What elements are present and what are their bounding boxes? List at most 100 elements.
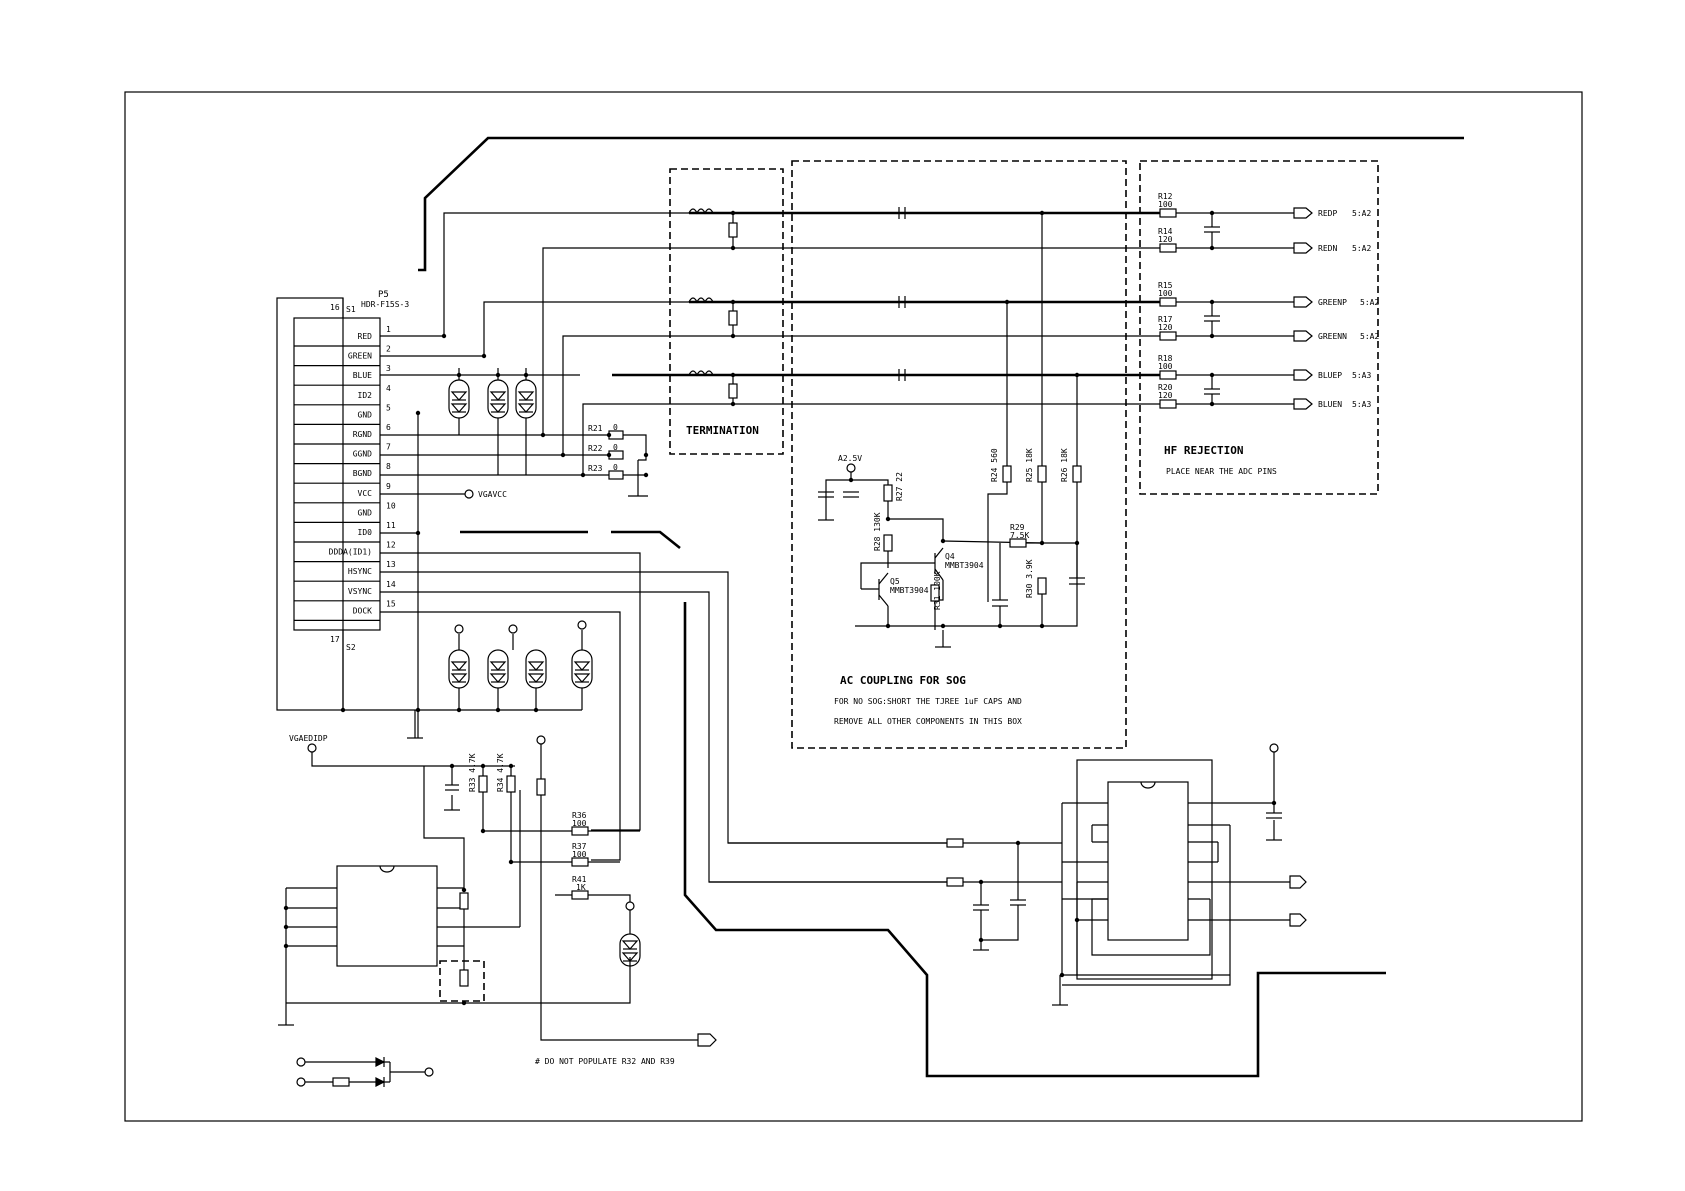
output-port-flag <box>1293 398 1313 410</box>
q5-ref: Q5 <box>890 577 900 586</box>
junction-dot <box>1074 540 1080 546</box>
junction-dot <box>415 707 421 713</box>
r24-label: R24 560 <box>990 448 999 482</box>
ground-symbol <box>278 460 1282 1026</box>
r28-label: R28 130K <box>873 512 882 551</box>
hf-resistor <box>1159 243 1177 253</box>
junction-dot <box>533 707 539 713</box>
r27-label: R27 22 <box>895 472 904 501</box>
r37-ref: R37 <box>572 842 587 851</box>
junction-dot <box>606 452 612 458</box>
termination-network: TERMINATION <box>669 168 784 455</box>
junction-dot <box>461 887 467 893</box>
junction-dot <box>1209 245 1215 251</box>
r21-value: 0 <box>613 423 618 432</box>
q4-part: MMBT3904 <box>945 561 984 570</box>
hf-resistor-ref: R12 <box>1158 192 1173 201</box>
output-port-sheet: 5:A2 <box>1352 209 1371 218</box>
pin-number: 4 <box>386 384 391 393</box>
r29-value: 7.5K <box>1010 531 1029 540</box>
connector-part: HDR-F15S-3 <box>361 300 409 309</box>
sog-note-2: REMOVE ALL OTHER COMPONENTS IN THIS BOX <box>834 717 1022 726</box>
pin-name: DDDA(ID1) <box>329 548 372 557</box>
sheet-frame <box>124 91 1583 1122</box>
hf-resistor <box>1159 208 1177 218</box>
junction-dot <box>340 707 346 713</box>
r26-label: R26 18K <box>1060 448 1069 482</box>
junction-dot <box>997 623 1003 629</box>
junction-dot <box>1039 623 1045 629</box>
ac-coupling-caps <box>898 207 906 381</box>
junction-dot <box>1059 972 1065 978</box>
pin-name: GREEN <box>348 352 372 361</box>
junction-dot <box>415 410 421 416</box>
output-port-sheet: 5:A3 <box>1352 371 1371 380</box>
junction-dot <box>508 763 514 769</box>
junction-dot <box>978 879 984 885</box>
r21-label: R21 <box>588 424 603 433</box>
junction-dot <box>540 432 546 438</box>
pin-number: 5 <box>386 403 391 412</box>
output-port-label: BLUEN <box>1318 400 1342 409</box>
junction-dot <box>495 707 501 713</box>
output-port-label: GREENP <box>1318 298 1347 307</box>
r29-ref: R29 <box>1010 523 1025 532</box>
junction-dot <box>1004 299 1010 305</box>
r36-ref: R36 <box>572 811 587 820</box>
connector-p5: P5 HDR-F15S-3 16 S1 17 S2 RED1GREEN2BLUE… <box>276 290 409 711</box>
hf-resistor-ref: R18 <box>1158 354 1173 363</box>
junction-dot <box>1209 333 1215 339</box>
output-port-flag <box>1293 207 1313 219</box>
shield-pin-17: 17 <box>330 635 340 644</box>
sog-note-1: FOR NO SOG:SHORT THE TJREE 1uF CAPS AND <box>834 697 1022 706</box>
q5-part: MMBT3904 <box>890 586 929 595</box>
junction-dot <box>1074 372 1080 378</box>
edid-section: VGAEDIDP R33 4.7 <box>285 734 717 1066</box>
junction-dot <box>1039 210 1045 216</box>
shield-pin-16: 16 <box>330 303 340 312</box>
pin-name: GND <box>358 410 373 419</box>
pin-name: VCC <box>358 489 373 498</box>
output-port-label: REDP <box>1318 209 1337 218</box>
r23-label: R23 <box>588 464 603 473</box>
pin-name: ID2 <box>358 391 373 400</box>
pin-name: ID0 <box>358 528 373 537</box>
hf-resistor-value: 120 <box>1158 391 1173 400</box>
ac-coupling-sog-box: AC COUPLING FOR SOG FOR NO SOG:SHORT THE… <box>791 160 1127 749</box>
pin-number: 6 <box>386 423 391 432</box>
pin-number: 15 <box>386 599 396 608</box>
pin-name: GGND <box>353 450 372 459</box>
pin-name: VSYNC <box>348 587 372 596</box>
junction-dot <box>1271 800 1277 806</box>
junction-dot <box>1209 401 1215 407</box>
r22-value: 0 <box>613 443 618 452</box>
vgavcc-net: VGAVCC <box>464 489 507 499</box>
pin-number: 8 <box>386 462 391 471</box>
r31-label: R31 100K <box>933 571 942 610</box>
footnote: # DO NOT POPULATE R32 AND R39 <box>535 1057 675 1066</box>
shield-pin-s2: S2 <box>346 643 356 652</box>
junction-dot <box>508 859 514 865</box>
junction-dot <box>560 452 566 458</box>
r33-label: R33 4.7K <box>468 753 477 792</box>
pin-number: 10 <box>386 501 396 510</box>
output-port-label: BLUEP <box>1318 371 1342 380</box>
pin-number: 2 <box>386 345 391 354</box>
output-port-label: REDN <box>1318 244 1337 253</box>
hf-resistor <box>1159 297 1177 307</box>
junction-dot <box>730 333 736 339</box>
r41-value: 1K <box>576 883 586 892</box>
sync-buffer-ic <box>709 743 1307 986</box>
pin-name: DOCK <box>353 606 372 615</box>
r22-label: R22 <box>588 444 603 453</box>
junction-dot <box>940 538 946 544</box>
junction-dot <box>1015 840 1021 846</box>
separator-mid-2 <box>611 530 681 550</box>
junction-dot <box>283 905 289 911</box>
pin-number: 1 <box>386 325 391 334</box>
junction-dot <box>730 210 736 216</box>
ground-resistors: R21 0 R22 0 R23 0 <box>588 423 624 480</box>
junction-dot <box>885 516 891 522</box>
